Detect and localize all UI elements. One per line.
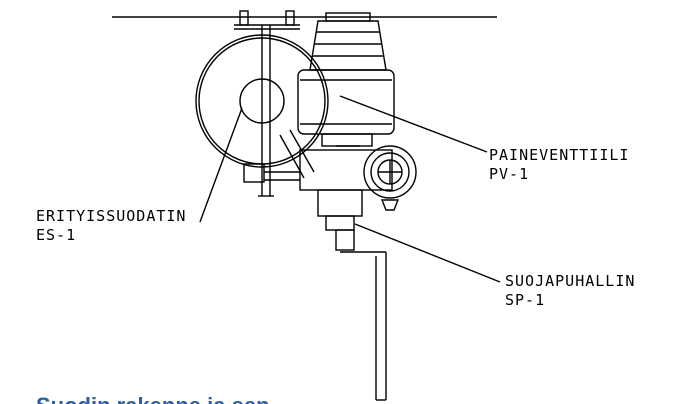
label-suojapuhallin-code: SP-1 (505, 291, 546, 309)
label-suojapuhallin-name: SUOJAPUHALLIN (505, 272, 636, 290)
label-erityissuodatin-code: ES-1 (36, 226, 77, 244)
label-suojapuhallin: SUOJAPUHALLIN SP-1 (505, 272, 635, 310)
leader-line-sp1 (354, 223, 501, 283)
support-frame (258, 25, 274, 197)
blower-housing (243, 149, 393, 251)
leader-line-es1 (199, 107, 243, 223)
fan-wheel (363, 145, 417, 211)
label-erityissuodatin-name: ERITYISSUODATIN (36, 207, 187, 225)
label-paineventtiili-name: PAINEVENTTIILI (489, 146, 630, 164)
label-paineventtiili: PAINEVENTTIILI PV-1 (489, 146, 629, 184)
valve-cap (309, 12, 387, 71)
valve-body (297, 69, 395, 147)
label-paineventtiili-code: PV-1 (489, 165, 530, 183)
hanger-bolts (234, 10, 300, 30)
label-erityissuodatin: ERITYISSUODATIN ES-1 (36, 207, 186, 245)
exhaust-pipe (340, 251, 387, 401)
caption-partial: Suodin rakenne ja sen (36, 394, 270, 404)
leader-line-pv1 (339, 95, 488, 153)
